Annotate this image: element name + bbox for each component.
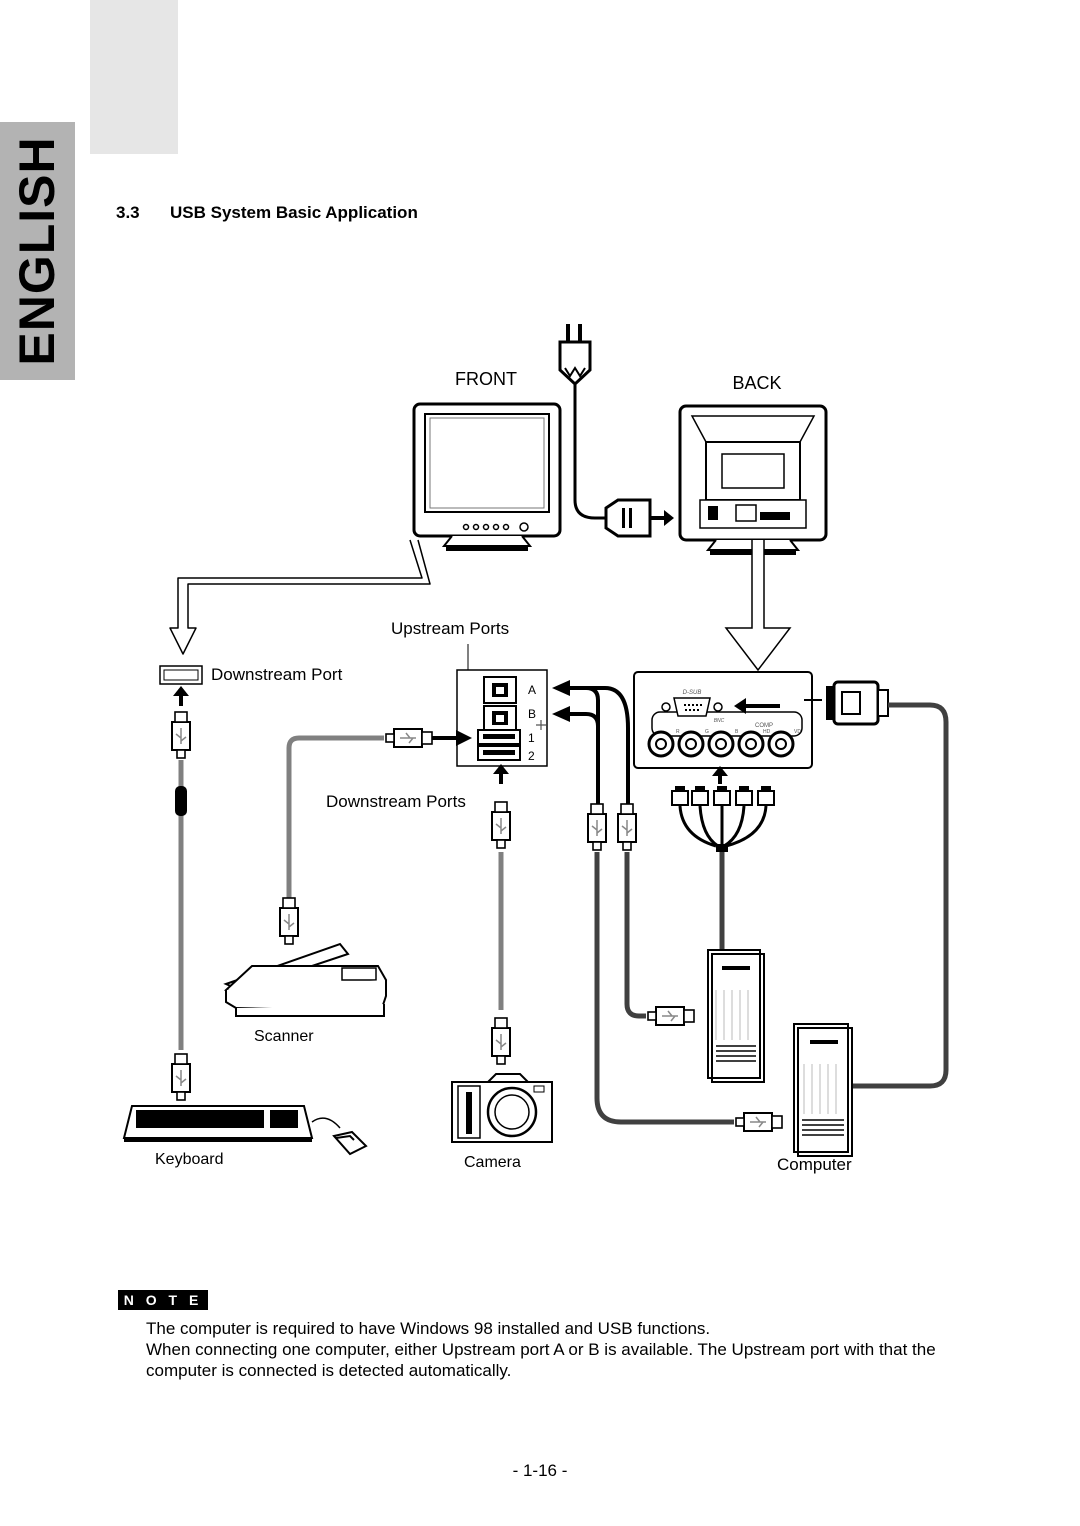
bnc-plug-icon: [735, 785, 753, 806]
connector-panel: [633, 671, 813, 769]
note-badge: N O T E: [118, 1290, 208, 1310]
note-text: The computer is required to have Windows…: [146, 1318, 1006, 1381]
usb-plug-keyboard-icon: [171, 711, 191, 759]
monitor-back-icon: [678, 404, 828, 555]
scanner-label: Scanner: [254, 1028, 314, 1045]
power-plug-icon: [558, 324, 592, 387]
port-2-label: 2: [528, 749, 535, 763]
downstream-port-label: Downstream Port: [211, 665, 343, 684]
usb-plug-scanner-icon: [385, 728, 433, 748]
computer-tower-1-icon: [707, 949, 765, 1083]
usb-cable-computer2: [594, 852, 734, 1125]
usb-plug-scanner-end-icon: [279, 897, 299, 945]
port-a-label: A: [528, 683, 536, 697]
usb-plug-computer1-icon: [587, 803, 607, 851]
bnc-plug-icon: [691, 785, 709, 806]
ferrite-core: [175, 786, 187, 816]
usb-plug-computer1-end-icon: [647, 1006, 695, 1026]
bnc-plug-icon: [757, 785, 775, 806]
usb-cable-scanner: [286, 735, 384, 898]
comp-label: COMP: [755, 723, 773, 729]
keyboard-icon: [122, 1105, 341, 1142]
computer-label: Computer: [777, 1155, 852, 1174]
downstream-ports-label: Downstream Ports: [326, 792, 466, 811]
usb-hub-ports: [456, 669, 548, 767]
language-tab: [0, 122, 75, 380]
note-line-2: When connecting one computer, either Ups…: [146, 1340, 936, 1380]
usb-plug-keyboard-end-icon: [171, 1053, 191, 1101]
computer-tower-2-icon: [793, 1023, 853, 1157]
bnc-g-label: G: [705, 729, 709, 735]
keyboard-label: Keyboard: [155, 1151, 224, 1168]
port-1-label: 1: [528, 731, 535, 745]
power-connector-icon: [604, 498, 674, 538]
section-number: 3.3: [116, 203, 140, 222]
section-heading: 3.3 USB System Basic Application: [116, 203, 418, 223]
bnc-label: BNC: [714, 718, 725, 724]
bnc-hd-label: HD: [763, 729, 771, 735]
monitor-front-icon: [412, 402, 562, 551]
upstream-ports-label: Upstream Ports: [391, 619, 509, 638]
port-b-label: B: [528, 707, 536, 721]
back-panel-arrow: [724, 540, 792, 672]
page-number: - 1-16 -: [512, 1461, 568, 1480]
front-to-keyboard-arrow: [169, 539, 431, 655]
bnc-b-label: B: [735, 729, 739, 735]
bnc-r-label: R: [676, 729, 680, 735]
usb-cable-computer1: [624, 852, 646, 1019]
front-label: FRONT: [455, 369, 517, 389]
usb-plug-computer2-icon: [617, 803, 637, 851]
power-cable: [573, 384, 606, 520]
back-label: BACK: [732, 373, 781, 393]
bnc-plug-icon: [713, 785, 731, 806]
note-line-1: The computer is required to have Windows…: [146, 1319, 711, 1338]
camera-icon: [451, 1073, 553, 1143]
section-title: USB System Basic Application: [170, 203, 418, 222]
usb-plug-camera-icon: [491, 801, 511, 849]
dsub-label: D-SUB: [683, 690, 702, 696]
camera-label: Camera: [464, 1154, 521, 1171]
corner-block: [90, 0, 178, 154]
mouse-icon: [332, 1130, 368, 1156]
scanner-icon: [223, 942, 388, 1017]
usb-plug-computer2-end-icon: [735, 1112, 783, 1132]
bnc-plug-icon: [671, 785, 689, 806]
dsub-plug-icon: [826, 680, 889, 726]
bnc-vd-label: VD: [794, 729, 801, 735]
usb-plug-camera-end-icon: [491, 1017, 511, 1065]
dsub-cable: [852, 702, 949, 1089]
